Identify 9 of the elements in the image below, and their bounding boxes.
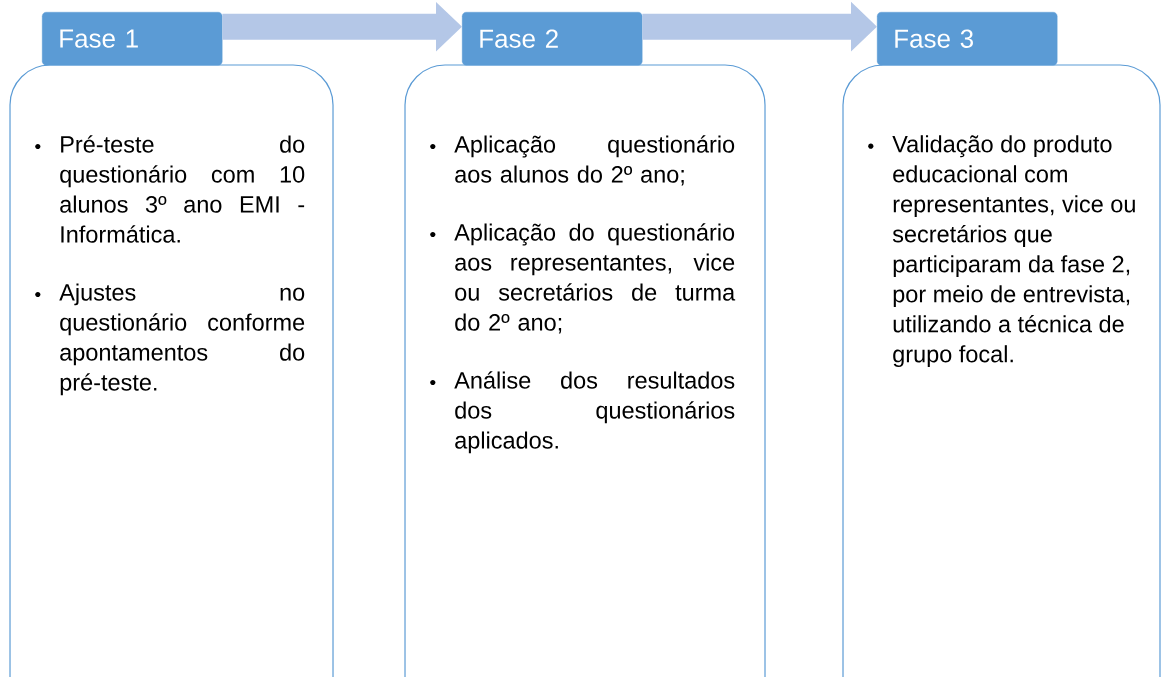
bullet-item: Validação do produto educacional com representantes, vice ou secretários que participaram da fase 2, por meio de entrevista, utilizando a técnica de grupo focal. xyxy=(868,135,1135,368)
bullet-item: Ajustes no questionário conforme apontamentos do pré-teste. xyxy=(35,283,305,396)
bullet-item: Pré-teste do questionário com 10 alunos 3º ano EMI - Informática. xyxy=(35,135,305,243)
bullet-item: Aplicação do questionário aos representantes, vice ou secretários de turma do 2º ano; xyxy=(430,223,736,334)
bullet-item: Análise dos resultados dos questionários aplicados. xyxy=(430,371,735,454)
bullet-item: Aplicação questionário aos alunos do 2º ano; xyxy=(430,135,735,186)
phase-tab: Fase 2 xyxy=(462,12,643,66)
phase-tab: Fase 1 xyxy=(42,12,223,66)
phase-tab: Fase 3 xyxy=(877,12,1058,66)
